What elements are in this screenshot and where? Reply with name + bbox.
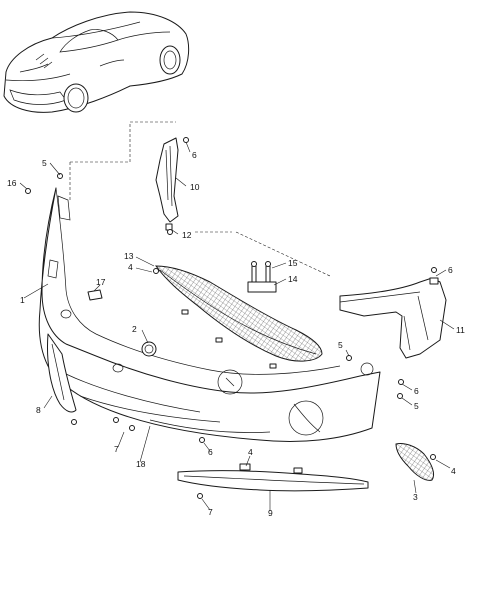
fasteners [25, 137, 437, 499]
callout-10: 10 [190, 182, 200, 192]
callout-7-front: 7 [114, 444, 119, 454]
callout-2: 2 [132, 324, 137, 334]
callout-6-right-bracket: 6 [448, 265, 453, 275]
callout-13: 13 [124, 251, 134, 261]
callout-8: 8 [36, 405, 41, 415]
callout-16: 16 [7, 178, 17, 188]
callout-6-right-clip: 6 [414, 386, 419, 396]
leader-lines [19, 141, 455, 511]
callout-4-grille: 4 [128, 262, 133, 272]
lower-lip-spoiler [177, 463, 369, 492]
location-lines [69, 121, 331, 277]
callout-18: 18 [136, 459, 146, 469]
callout-6-lower-clip: 6 [208, 447, 213, 457]
vehicle-thumbnail [3, 11, 190, 113]
callout-4-lip: 4 [248, 447, 253, 457]
callout-7-lip: 7 [208, 507, 213, 517]
callout-5-right-top: 5 [338, 340, 343, 350]
upper-side-bracket [155, 137, 179, 231]
callout-3: 3 [413, 492, 418, 502]
callout-14: 14 [288, 274, 298, 284]
lower-side-splitter [47, 333, 77, 413]
callout-labels: 1 2 3 4 4 4 5 5 5 6 6 6 6 7 7 8 9 10 11 … [7, 150, 465, 518]
lower-mesh-grille [155, 265, 323, 369]
right-mesh-insert [395, 443, 435, 481]
front-bumper-cover [38, 187, 381, 442]
sensor-bracket [247, 261, 277, 293]
callout-12: 12 [182, 230, 192, 240]
callout-5-right-lower: 5 [414, 401, 419, 411]
callout-17: 17 [96, 277, 106, 287]
callout-15: 15 [288, 258, 298, 268]
callout-6-bracket: 6 [192, 150, 197, 160]
callout-9: 9 [268, 508, 273, 518]
callout-4-insert: 4 [451, 466, 456, 476]
callout-11: 11 [456, 325, 465, 335]
right-support-bracket [339, 277, 447, 359]
callout-1: 1 [20, 295, 25, 305]
callout-5-left: 5 [42, 158, 47, 168]
bumper-emblem-ring [141, 341, 157, 357]
bumper-clip [87, 289, 103, 301]
